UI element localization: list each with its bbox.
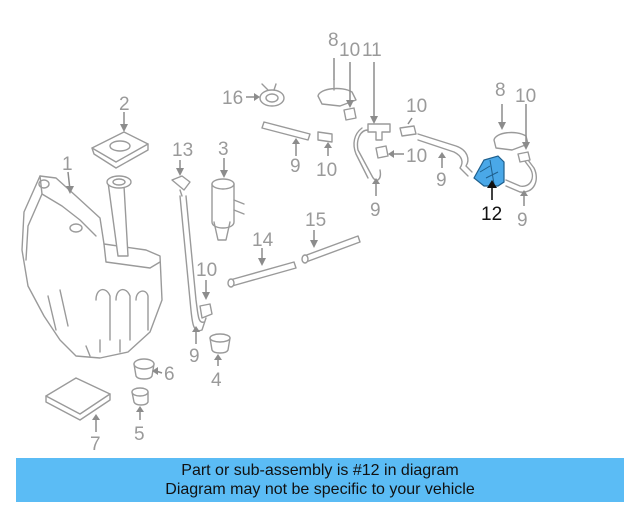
hose-right bbox=[417, 133, 538, 193]
parts-diagram: 1 2 3 4 5 6 7 8 8 9 9 9 9 9 10 10 10 10 … bbox=[21, 30, 538, 455]
callout-10-middle: 10 bbox=[316, 160, 337, 181]
callout-4: 4 bbox=[211, 370, 222, 391]
callout-10-upper: 10 bbox=[406, 96, 427, 117]
part-seal bbox=[133, 358, 155, 380]
callout-9-far-right: 9 bbox=[517, 210, 528, 231]
info-banner: Part or sub-assembly is #12 in diagram D… bbox=[16, 458, 624, 502]
part-small-grommet bbox=[131, 387, 149, 406]
part-grommet bbox=[209, 333, 231, 354]
callout-3: 3 bbox=[218, 139, 229, 160]
callout-11: 11 bbox=[362, 40, 382, 61]
callout-10-t: 10 bbox=[406, 146, 427, 167]
callout-12: 12 bbox=[481, 204, 502, 225]
callout-5: 5 bbox=[134, 424, 145, 445]
part-filter-pad bbox=[45, 377, 111, 421]
callout-7: 7 bbox=[90, 434, 101, 455]
callout-10-left: 10 bbox=[196, 260, 217, 281]
banner-line-part: Part or sub-assembly is #12 in diagram bbox=[181, 462, 459, 479]
callout-10-right: 10 bbox=[515, 86, 536, 107]
callout-8-right: 8 bbox=[495, 80, 506, 101]
part-ring-clip bbox=[259, 83, 285, 107]
callout-labels: 1 2 3 4 5 6 7 8 8 9 9 9 9 9 10 10 10 10 … bbox=[62, 30, 536, 455]
callout-8-left: 8 bbox=[328, 30, 339, 51]
callout-1: 1 bbox=[62, 154, 73, 175]
part-tube-14 bbox=[227, 261, 297, 288]
callout-2: 2 bbox=[119, 94, 130, 115]
callout-15: 15 bbox=[305, 210, 326, 231]
hose-middle bbox=[261, 121, 333, 143]
part-washer-jet-right bbox=[493, 131, 531, 163]
part-washer-jet-left bbox=[317, 79, 357, 121]
callout-9-right: 9 bbox=[436, 170, 447, 191]
part-washer-pump bbox=[211, 178, 245, 241]
callout-9-left: 9 bbox=[189, 346, 200, 367]
leader-arrows bbox=[66, 58, 530, 432]
part-t-connector bbox=[353, 123, 417, 181]
banner-line-disclaimer: Diagram may not be specific to your vehi… bbox=[165, 481, 475, 498]
callout-6: 6 bbox=[164, 364, 175, 385]
part-12-highlighted bbox=[473, 155, 505, 187]
part-check-valve-13 bbox=[171, 175, 191, 197]
callout-9-middle: 9 bbox=[290, 156, 301, 177]
part-washer-reservoir bbox=[21, 175, 163, 359]
part-tube-15 bbox=[301, 235, 361, 264]
callout-13: 13 bbox=[172, 140, 193, 161]
callout-9-t: 9 bbox=[370, 200, 381, 221]
part-cap bbox=[91, 131, 149, 169]
callout-16: 16 bbox=[222, 88, 243, 109]
hose-left bbox=[179, 195, 213, 332]
callout-14: 14 bbox=[252, 230, 274, 251]
callout-10-top: 10 bbox=[339, 40, 360, 61]
